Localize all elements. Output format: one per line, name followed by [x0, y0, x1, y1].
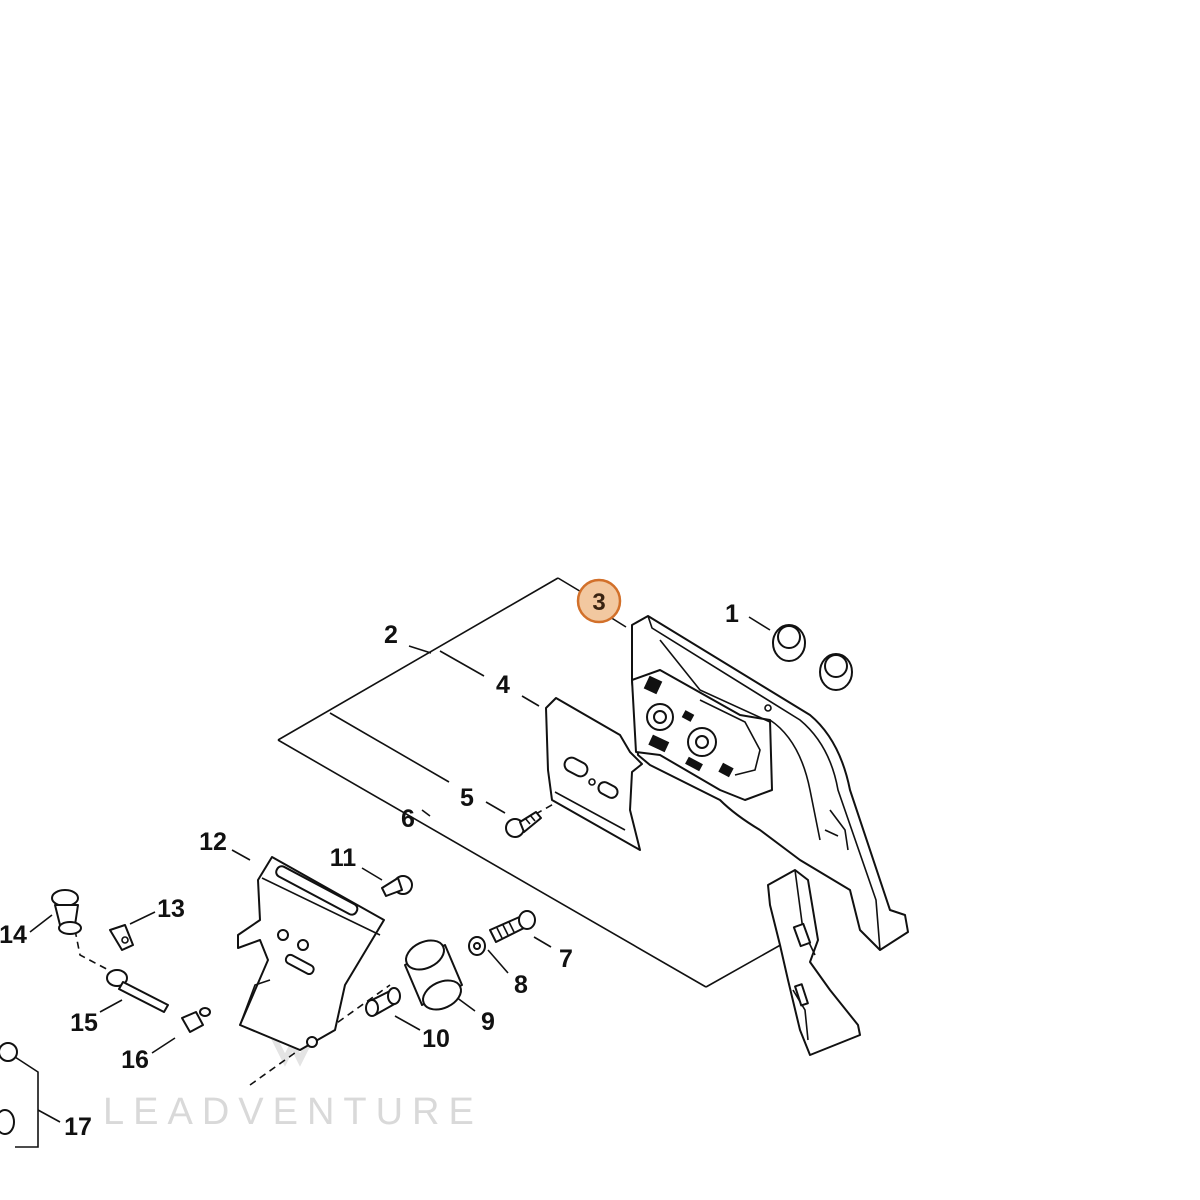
callout-15[interactable]: 15	[70, 1009, 98, 1037]
sleeve-part	[404, 939, 463, 1011]
callout-8[interactable]: 8	[514, 971, 528, 999]
screw-part	[505, 811, 542, 838]
callout-11[interactable]: 11	[330, 844, 357, 872]
bolt-part	[489, 910, 536, 943]
leader-lines	[14, 577, 801, 1148]
callout-1[interactable]: 1	[725, 600, 739, 628]
shaft-part	[106, 969, 169, 1013]
chain-catcher-part	[767, 869, 861, 1056]
pin-part	[365, 987, 401, 1017]
part-17	[0, 1042, 18, 1135]
callout-17[interactable]: 17	[64, 1113, 92, 1141]
guide-plate-part	[237, 856, 385, 1051]
callout-13[interactable]: 13	[157, 895, 185, 923]
callout-2[interactable]: 2	[384, 621, 398, 649]
callout-3-highlight[interactable]: 3	[576, 578, 622, 624]
callout-16[interactable]: 16	[121, 1046, 149, 1074]
callout-6[interactable]: 6	[401, 805, 415, 833]
callout-14[interactable]: 14	[0, 921, 27, 949]
sprocket-cover-part	[631, 615, 909, 951]
callout-3[interactable]: 3	[592, 589, 605, 616]
cap-screw-part	[51, 889, 82, 935]
callout-9[interactable]: 9	[481, 1008, 495, 1036]
washer-part	[468, 936, 486, 956]
side-plate-part	[545, 697, 643, 851]
callout-5[interactable]: 5	[460, 784, 474, 812]
screw-11-part	[381, 875, 413, 897]
collar-nut-part	[772, 624, 853, 691]
callout-7[interactable]: 7	[559, 945, 573, 973]
callout-3-highlight-circle[interactable]	[576, 578, 622, 624]
watermark-text: LEADVENTURE	[103, 1091, 483, 1133]
callout-10[interactable]: 10	[422, 1025, 450, 1053]
callout-12[interactable]: 12	[199, 828, 227, 856]
nipple-part	[181, 1007, 211, 1033]
bracket-part	[109, 924, 134, 951]
callout-4[interactable]: 4	[496, 671, 510, 699]
